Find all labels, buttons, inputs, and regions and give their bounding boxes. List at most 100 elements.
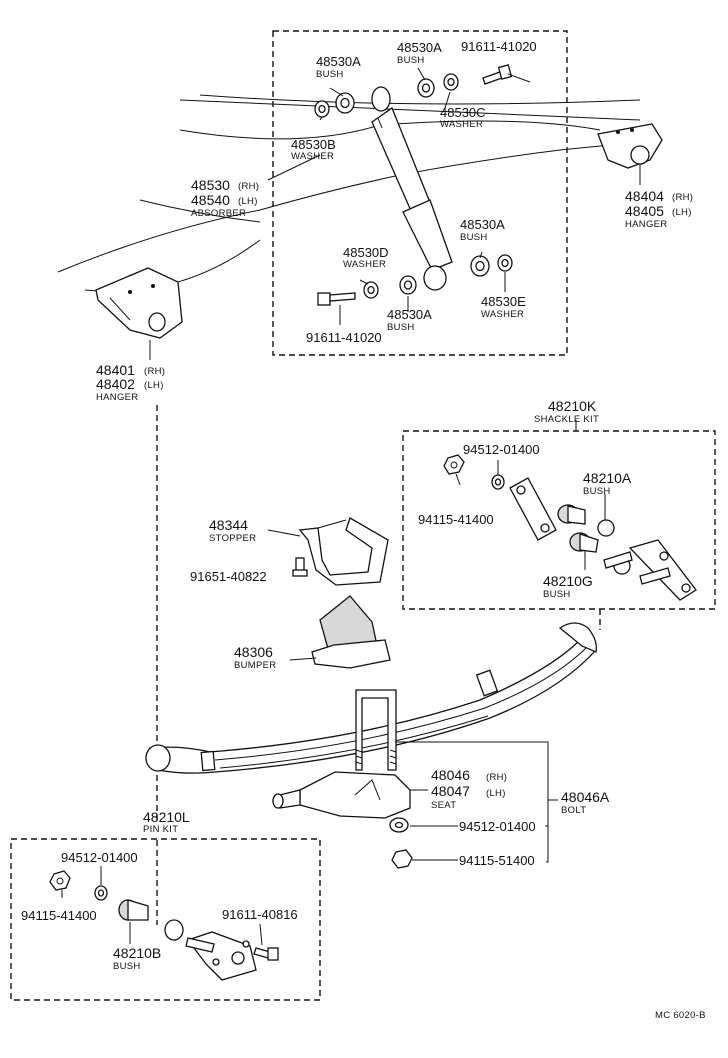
name-washer-e: WASHER — [481, 309, 524, 320]
bush-48530a-low-right-icon — [470, 255, 490, 277]
shackle-plate-icon — [509, 477, 557, 541]
pin-washer-icon — [94, 885, 108, 901]
part-pin-nut: 94115-41400 — [21, 908, 97, 923]
leader-lines-shackle — [455, 460, 606, 570]
bush-48530a-low-mid-icon — [399, 275, 417, 295]
part-48405: 48405 — [625, 203, 664, 219]
name-bush-low-mid: BUSH — [387, 322, 415, 333]
name-stopper: STOPPER — [209, 533, 256, 544]
part-48210b: 48210B — [113, 945, 161, 961]
part-seat-washer: 94512-01400 — [459, 819, 536, 834]
suffix-48402-lh: (LH) — [144, 380, 164, 391]
name-pin-kit: PIN KIT — [143, 824, 178, 835]
leader-lines-seat — [395, 741, 558, 863]
bumper-icon — [289, 595, 391, 669]
part-91611-41020-low: 91611-41020 — [306, 330, 382, 345]
part-pin-washer: 94512-01400 — [61, 850, 138, 865]
part-48530e: 48530E — [481, 294, 526, 309]
part-shackle-washer: 94512-01400 — [463, 442, 540, 457]
part-48344: 48344 — [209, 517, 248, 533]
name-washer-b: WASHER — [291, 151, 334, 162]
part-48530b: 48530B — [291, 137, 336, 152]
suffix-48530-rh: (RH) — [238, 181, 259, 192]
part-shackle-nut: 94115-41400 — [418, 512, 494, 527]
name-u-bolt: BOLT — [561, 805, 586, 816]
part-48540: 48540 — [191, 192, 230, 208]
name-bush-top-left: BUSH — [316, 69, 344, 80]
suffix-48540-lh: (LH) — [238, 196, 258, 207]
pin-nut-icon — [49, 870, 71, 891]
part-48046: 48046 — [431, 767, 470, 783]
part-48530: 48530 — [191, 177, 230, 193]
part-48530a-top-left: 48530A — [316, 54, 361, 69]
suffix-48046-rh: (RH) — [486, 772, 507, 783]
name-bush-g: BUSH — [543, 589, 571, 600]
part-48210g: 48210G — [543, 573, 593, 589]
name-hanger-rear: HANGER — [625, 219, 667, 230]
hanger-front-icon — [95, 267, 183, 360]
labels: 48530A BUSH 48530A BUSH 91611-41020 4853… — [21, 39, 706, 1021]
washer-48530e-icon — [497, 254, 513, 272]
part-91611-41020-top: 91611-41020 — [461, 39, 537, 54]
part-48210k: 48210K — [548, 398, 597, 414]
shackle-bush-a-icon — [557, 504, 615, 537]
part-48530a-top-mid: 48530A — [397, 40, 442, 55]
part-48530a-low-mid: 48530A — [387, 307, 432, 322]
name-bush-b: BUSH — [113, 961, 141, 972]
suffix-48047-lh: (LH) — [486, 788, 506, 799]
part-48530a-low-right: 48530A — [460, 217, 505, 232]
part-48530c: 48530C — [440, 105, 486, 120]
shock-absorber — [371, 86, 453, 291]
washer-48530d-icon — [363, 281, 379, 299]
washer-48530b-icon — [314, 100, 330, 118]
u-bolt-icon — [355, 689, 397, 771]
part-91611-40816: 91611-40816 — [222, 907, 298, 922]
name-bush-a: BUSH — [583, 486, 611, 497]
shackle-washer-icon — [491, 474, 505, 490]
name-bush-top-mid: BUSH — [397, 55, 425, 66]
bolt-top-icon — [482, 64, 513, 85]
leader-lines-absorber — [267, 67, 531, 325]
seat-icon — [272, 771, 411, 819]
pin-plate-icon — [185, 931, 257, 981]
leader-lines-pin — [61, 866, 263, 946]
bush-48530a-top-left-icon — [335, 92, 355, 114]
name-washer-c: WASHER — [440, 119, 483, 130]
seat-nut-icon — [391, 849, 413, 869]
shackle-stud-plate-icon — [603, 539, 697, 601]
part-48210l: 48210L — [143, 809, 190, 825]
bolt-low-icon — [317, 292, 356, 306]
bush-48530a-top-mid-icon — [417, 78, 435, 98]
part-48401: 48401 — [96, 362, 135, 378]
suffix-48405-lh: (LH) — [672, 207, 692, 218]
part-seat-nut: 94115-51400 — [459, 853, 535, 868]
name-seat: SEAT — [431, 800, 456, 811]
washer-48530c-icon — [443, 73, 459, 91]
hanger-rear-icon — [597, 123, 663, 185]
name-bumper: BUMPER — [234, 660, 276, 671]
shackle-bush-g-icon — [569, 532, 631, 575]
stopper-icon — [267, 517, 389, 586]
name-absorber: ABSORBER — [191, 208, 246, 219]
part-48306: 48306 — [234, 644, 273, 660]
name-washer-d: WASHER — [343, 259, 386, 270]
absorber-kit-box — [272, 30, 568, 356]
part-91651-40822: 91651-40822 — [190, 569, 267, 584]
shackle-nut-icon — [443, 454, 465, 475]
suffix-48401-rh: (RH) — [144, 366, 165, 377]
part-48046a: 48046A — [561, 789, 610, 805]
pin-bush-b-icon — [118, 899, 149, 921]
name-hanger-front: HANGER — [96, 392, 138, 403]
name-shackle-kit: SHACKLE KIT — [534, 414, 599, 425]
part-48404: 48404 — [625, 188, 664, 204]
part-48047: 48047 — [431, 783, 470, 799]
name-bush-low-right: BUSH — [460, 232, 488, 243]
suffix-48404-rh: (RH) — [672, 192, 693, 203]
diagram-code: MC 6020-B — [655, 1010, 706, 1021]
pin-bolt-icon — [253, 947, 279, 961]
part-48530d: 48530D — [343, 245, 389, 260]
pin-kit-box — [10, 838, 321, 1001]
pin-bush-second-icon — [164, 919, 184, 941]
leaf-spring-icon — [145, 622, 598, 774]
